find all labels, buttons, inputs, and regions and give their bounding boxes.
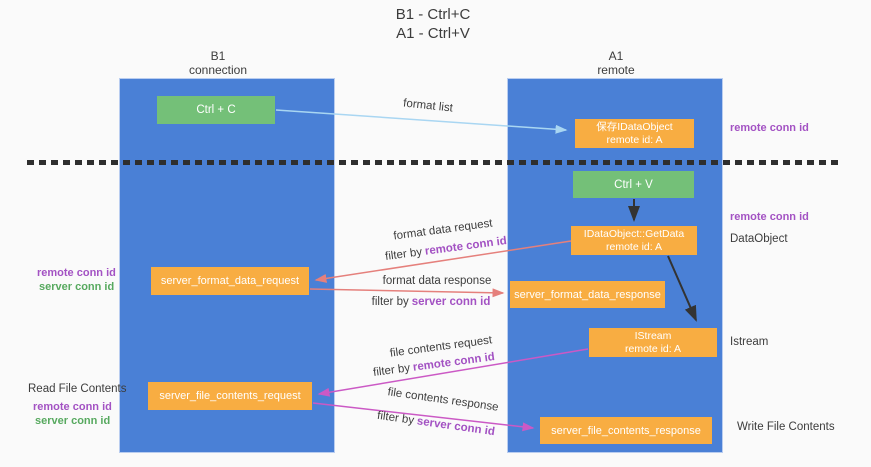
node-save-idataobject-line1: 保存IDataObject	[596, 120, 673, 133]
node-ctrl-c: Ctrl + C	[157, 96, 275, 124]
left-column-name: B1	[210, 49, 226, 63]
node-save-idataobject-line2: remote id: A	[606, 133, 663, 146]
left-column-header: B1 connection	[138, 49, 298, 77]
left-column-role: connection	[188, 63, 248, 77]
side-label-dataobject: DataObject	[730, 233, 788, 245]
node-istream: IStream remote id: A	[589, 328, 717, 357]
side-label-remote-conn-id-mid-left: remote conn id	[37, 267, 116, 279]
node-save-idataobject: 保存IDataObject remote id: A	[575, 119, 694, 148]
node-server-file-contents-response: server_file_contents_response	[540, 417, 712, 444]
server-conn-id-text: server conn id	[416, 415, 496, 439]
node-idataobject-getdata: IDataObject::GetData remote id: A	[571, 226, 697, 255]
remote-conn-id-text: remote conn id	[424, 235, 508, 258]
right-column-role: remote	[597, 63, 635, 77]
session-divider-dashed-line	[27, 160, 843, 165]
node-ctrl-v: Ctrl + V	[573, 171, 694, 198]
node-istream-line1: IStream	[634, 329, 672, 342]
title-line-2: A1 - Ctrl+V	[396, 25, 470, 42]
side-label-read-file-contents: Read File Contents	[28, 383, 127, 395]
label-filter-by-server-conn-id-file: filter byserver conn id	[376, 410, 495, 438]
side-label-istream: Istream	[730, 336, 769, 348]
node-server-format-data-response: server_format_data_response	[510, 281, 665, 308]
label-format-data-response: format data response	[382, 275, 492, 287]
label-file-contents-response: file contents response	[386, 386, 500, 414]
side-label-remote-conn-id-top-right: remote conn id	[730, 122, 809, 134]
arrow-format-data-response	[309, 288, 505, 298]
filter-by-text: filter by	[371, 296, 409, 308]
node-ctrl-v-label: Ctrl + V	[614, 178, 653, 191]
side-label-remote-conn-id-mid-right: remote conn id	[730, 211, 809, 223]
filter-by-text: filter by	[376, 409, 415, 427]
node-server-format-data-request-label: server_format_data_request	[160, 275, 300, 287]
node-istream-line2: remote id: A	[624, 342, 682, 355]
node-server-file-contents-request-label: server_file_contents_request	[159, 390, 301, 402]
node-server-format-data-response-label: server_format_data_response	[514, 288, 661, 301]
node-getdata-line1: IDataObject::GetData	[583, 227, 685, 240]
side-label-write-file-contents: Write File Contents	[737, 421, 835, 433]
node-server-format-data-request: server_format_data_request	[151, 267, 309, 295]
side-label-remote-conn-id-bottom-left: remote conn id	[33, 401, 112, 413]
right-column-header: A1 remote	[536, 49, 696, 77]
title-line-1: B1 - Ctrl+C	[395, 6, 471, 23]
diagram-title: B1 - Ctrl+C A1 - Ctrl+V	[0, 5, 866, 43]
node-server-file-contents-response-label: server_file_contents_response	[551, 424, 701, 437]
side-label-server-conn-id-mid-left: server conn id	[39, 281, 115, 293]
node-getdata-line2: remote id: A	[605, 240, 663, 253]
node-ctrl-c-label: Ctrl + C	[196, 104, 236, 116]
filter-by-text: filter by	[384, 246, 423, 263]
label-format-list: format list	[402, 97, 454, 115]
node-server-file-contents-request: server_file_contents_request	[148, 382, 312, 410]
filter-by-text: filter by	[372, 362, 411, 379]
right-column-name: A1	[608, 49, 624, 63]
side-label-server-conn-id-bottom-left: server conn id	[35, 415, 111, 427]
server-conn-id-text: server conn id	[411, 296, 491, 308]
